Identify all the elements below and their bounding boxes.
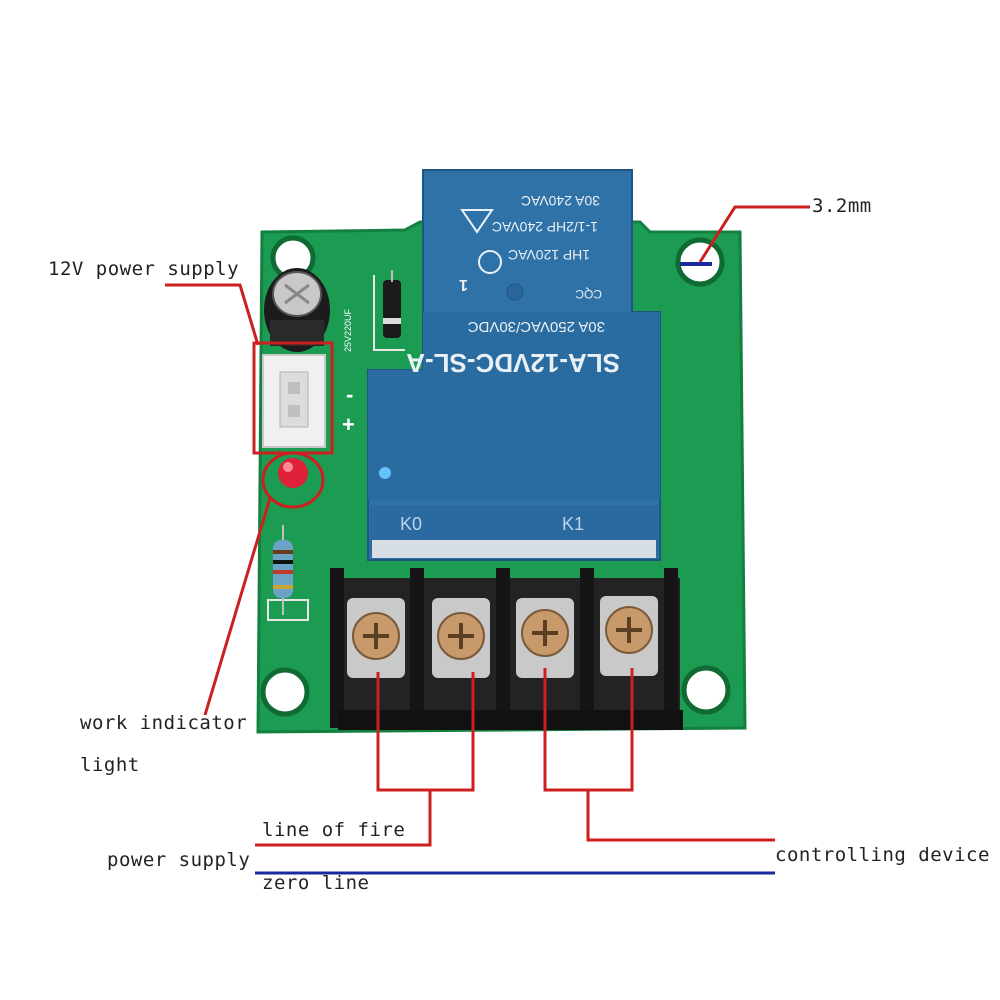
relay-rating-3: 1-1/2HP 240VAC	[492, 219, 598, 235]
capacitor	[264, 268, 330, 352]
relay-cert: CQC	[575, 287, 602, 301]
relay-rating-4: 30A 240VAC	[521, 193, 600, 209]
label-12v-power-supply: 12V power supply	[48, 258, 240, 280]
callout-led-ring	[261, 451, 325, 509]
relay-pin: 1	[459, 276, 468, 293]
callout-12v	[165, 283, 260, 346]
screw-3	[516, 598, 574, 678]
relay-rating-2: 1HP 120VAC	[508, 247, 590, 263]
label-work-indicator: work indicator	[80, 712, 248, 734]
relay-rating-1: 30A 250VAC/30VDC	[468, 318, 605, 335]
capacitor-label: 25V220UF	[343, 308, 353, 352]
mount-hole-bottom-left	[260, 667, 310, 717]
label-zero-line: zero line	[262, 872, 370, 894]
relay-k1: K1	[562, 514, 584, 534]
diode	[383, 270, 401, 338]
pcb-plus-label: +	[342, 412, 355, 437]
screw-1	[347, 598, 405, 678]
relay-k0: K0	[400, 514, 422, 534]
callout-fire	[255, 672, 475, 847]
callout-indicator	[203, 497, 272, 716]
pcb-minus-label: -	[346, 382, 353, 407]
screw-4	[600, 596, 658, 676]
power-connector	[262, 354, 326, 448]
callout-device	[543, 668, 775, 842]
screw-2	[432, 598, 490, 678]
relay: SLA-12VDC-SL-A 30A 250VAC/30VDC 1HP 120V…	[367, 169, 661, 561]
label-power-supply: power supply	[107, 849, 251, 871]
callout-lines	[165, 205, 810, 847]
resistor	[273, 525, 293, 615]
label-work-indicator-light: light	[80, 754, 140, 776]
relay-ul-icon	[478, 250, 502, 274]
label-line-of-fire: line of fire	[262, 819, 406, 841]
callout-hole	[698, 205, 810, 263]
mount-hole-bottom-right	[681, 665, 731, 715]
relay-triangle-icon	[460, 209, 494, 234]
label-controlling-device: controlling device	[775, 844, 990, 866]
indicator-led	[278, 458, 308, 488]
label-hole-size: 3.2mm	[812, 195, 872, 217]
relay-model: SLA-12VDC-SL-A	[406, 348, 620, 378]
